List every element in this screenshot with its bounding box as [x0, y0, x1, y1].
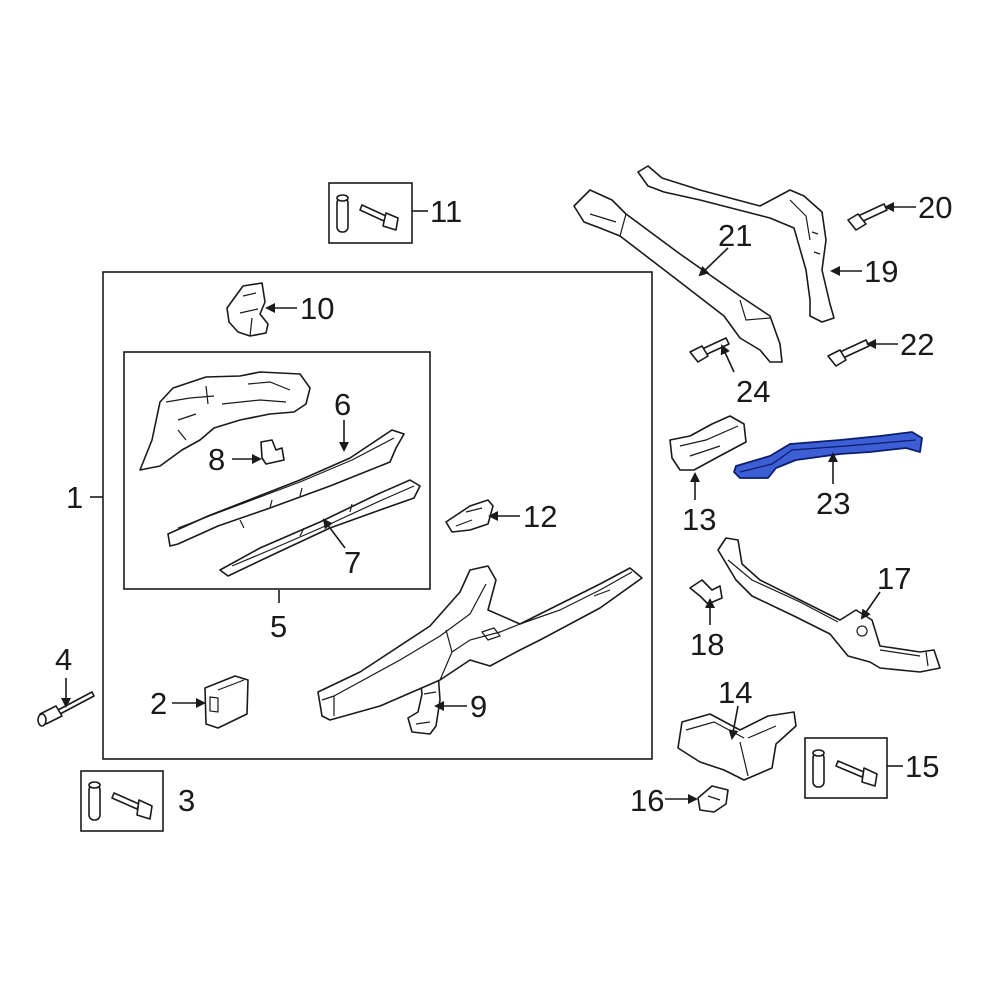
- part-3-hardware[interactable]: [88, 781, 153, 821]
- part-7-rail[interactable]: [219, 479, 421, 577]
- hardware-box-11: [328, 182, 413, 244]
- part-24-bolt[interactable]: [689, 337, 730, 363]
- callout-19[interactable]: 19: [864, 254, 898, 289]
- part-21-strut[interactable]: [573, 189, 783, 363]
- callout-11[interactable]: 11: [430, 194, 462, 229]
- callout-21[interactable]: 21: [718, 218, 752, 253]
- callout-10[interactable]: 10: [300, 291, 334, 326]
- callout-23[interactable]: 23: [816, 486, 850, 521]
- callout-15[interactable]: 15: [905, 749, 939, 784]
- part-15-hardware[interactable]: [812, 749, 878, 788]
- callout-12[interactable]: 12: [523, 499, 557, 534]
- part-23-highlighted-member[interactable]: [733, 431, 923, 479]
- callout-labels: 1 2 3 4 5 6 7 8 9 10 11 12 13 14 15 16 1…: [55, 190, 952, 818]
- callout-2[interactable]: 2: [150, 686, 167, 721]
- hardware-box-3: [80, 770, 164, 832]
- callout-24[interactable]: 24: [736, 374, 770, 409]
- part-11-hardware[interactable]: [336, 194, 399, 233]
- part-18-clip[interactable]: [689, 579, 723, 605]
- part-13-bracket[interactable]: [669, 415, 747, 471]
- hardware-box-15: [804, 737, 888, 799]
- part-5-upper-apron[interactable]: [139, 371, 311, 471]
- callout-14[interactable]: 14: [718, 675, 752, 710]
- part-2-block[interactable]: [204, 675, 249, 729]
- part-14-pan[interactable]: [677, 711, 797, 781]
- callout-9[interactable]: 9: [470, 689, 487, 724]
- callout-3[interactable]: 3: [178, 783, 195, 818]
- callout-13[interactable]: 13: [682, 502, 716, 537]
- part-6-rail[interactable]: [167, 429, 405, 547]
- callout-22[interactable]: 22: [900, 327, 934, 362]
- part-19-brace[interactable]: [637, 165, 835, 323]
- part-9-bracket[interactable]: [407, 671, 441, 735]
- part-10-bracket[interactable]: [226, 282, 269, 337]
- part-4-rivet[interactable]: [37, 691, 95, 727]
- part-20-bolt[interactable]: [847, 203, 888, 231]
- callout-8[interactable]: 8: [208, 442, 225, 477]
- callout-1[interactable]: 1: [66, 480, 83, 515]
- assembly-frame-1: [102, 271, 653, 760]
- callout-18[interactable]: 18: [690, 627, 724, 662]
- part-8-clip[interactable]: [260, 439, 285, 465]
- part-16-cap[interactable]: [697, 785, 729, 813]
- callout-20[interactable]: 20: [918, 190, 952, 225]
- callout-16[interactable]: 16: [630, 783, 664, 818]
- part-1-frame-rail[interactable]: [317, 565, 643, 721]
- part-12-bracket[interactable]: [445, 499, 494, 533]
- callout-4[interactable]: 4: [55, 642, 72, 677]
- subassembly-frame-5: [123, 351, 431, 590]
- part-22-bolt[interactable]: [827, 339, 870, 367]
- callout-6[interactable]: 6: [334, 387, 351, 422]
- callout-5[interactable]: 5: [270, 609, 287, 644]
- callout-17[interactable]: 17: [877, 561, 911, 596]
- part-17-crossmember[interactable]: [717, 537, 941, 673]
- callout-7[interactable]: 7: [344, 545, 361, 580]
- leader-lines: [61, 202, 916, 804]
